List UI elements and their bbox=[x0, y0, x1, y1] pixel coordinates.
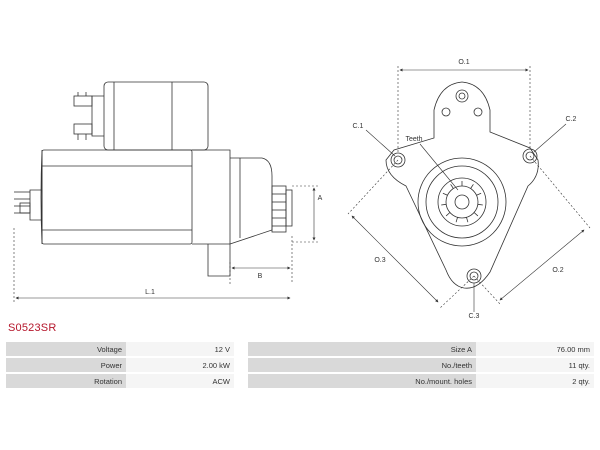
spec-value: 76.00 mm bbox=[476, 342, 594, 356]
spec-value: 11 qty. bbox=[476, 358, 594, 372]
spec-label: Rotation bbox=[6, 374, 126, 388]
spec-value: 12 V bbox=[126, 342, 234, 356]
label-teeth: Teeth bbox=[405, 136, 422, 143]
spec-label: Power bbox=[6, 358, 126, 372]
pinion-teeth bbox=[441, 181, 483, 223]
front-view bbox=[385, 81, 539, 289]
spec-label: No./mount. holes bbox=[248, 374, 476, 388]
part-number: S0523SR bbox=[8, 322, 57, 334]
front-dimensions bbox=[347, 66, 591, 312]
side-dimensions bbox=[13, 185, 318, 302]
spec-label: No./teeth bbox=[248, 358, 476, 372]
spec-label: Size A bbox=[248, 342, 476, 356]
table-row: Power 2.00 kW No./teeth 11 qty. bbox=[6, 358, 594, 372]
label-o3: O.3 bbox=[374, 257, 385, 264]
label-b: B bbox=[258, 273, 263, 280]
table-row: Voltage 12 V Size A 76.00 mm bbox=[6, 342, 594, 356]
label-c1: C.1 bbox=[353, 123, 364, 130]
technical-drawing: O.1 C.1 C.2 Teeth A B L.1 O.3 O.2 C.3 bbox=[13, 59, 591, 320]
label-c3: C.3 bbox=[469, 313, 480, 320]
spec-label: Voltage bbox=[6, 342, 126, 356]
spec-value: 2.00 kW bbox=[126, 358, 234, 372]
table-row: Rotation ACW No./mount. holes 2 qty. bbox=[6, 374, 594, 388]
label-c2: C.2 bbox=[566, 116, 577, 123]
label-o2: O.2 bbox=[552, 267, 563, 274]
spec-value: ACW bbox=[126, 374, 234, 388]
label-l1: L.1 bbox=[145, 289, 155, 296]
spec-value: 2 qty. bbox=[476, 374, 594, 388]
spec-table: Voltage 12 V Size A 76.00 mm Power 2.00 … bbox=[6, 340, 594, 390]
side-view bbox=[14, 81, 293, 277]
label-o1: O.1 bbox=[458, 59, 469, 66]
label-a: A bbox=[318, 195, 323, 202]
